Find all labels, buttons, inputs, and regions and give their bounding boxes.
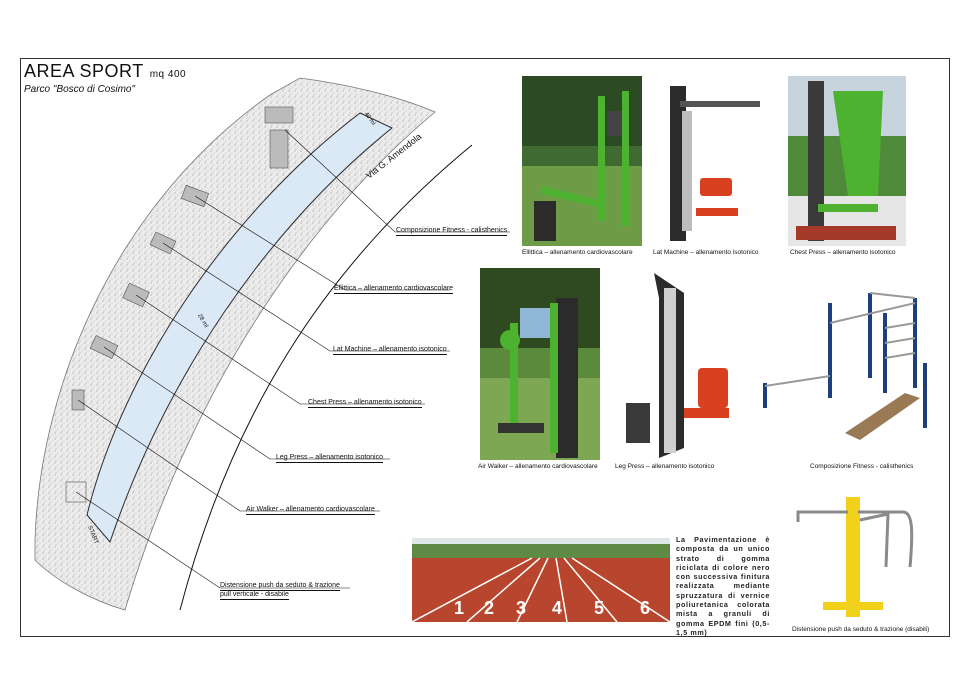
caption-calisthenics: Composizione Fitness - calisthenics [810,463,914,470]
plan-label-disabili-2: pull verticale - disabile [220,591,289,600]
area-size: mq 400 [149,69,187,80]
photo-disabili [788,492,918,622]
lane-number: 3 [516,598,526,618]
running-path [86,112,393,543]
plan-label-calisthenics: Composizione Fitness - calisthenics [396,227,508,236]
photo-lat-machine [652,76,772,246]
plan-label-lat-machine: Lat Machine – allenamento isotonico [333,346,447,355]
plan-label-leg-press: Leg Press – allenamento isotonico [276,454,384,463]
caption-lat-machine: Lat Machine – allenamento isotonico [653,249,759,256]
lane-number: 5 [594,598,604,618]
photo-running-track: 1 2 3 4 5 6 [412,538,670,622]
lane-number: 6 [640,598,650,618]
plan-label-ellittica: Ellittica – allenamento cardiovascolare [334,285,454,294]
caption-disabili: Distensione push da seduto & trazione (d… [792,626,930,633]
street-line [179,144,473,611]
page-subtitle: Parco "Bosco di Cosimo" [24,84,136,95]
plan-label-disabili: Distensione push da seduto & trazione [220,582,340,591]
caption-air-walker: Air Walker – allenamento cardiovascolare [478,463,598,470]
caption-chest-press: Chest Press – allenamento isotonico [790,249,896,256]
photo-air-walker [480,268,600,460]
caption-ellittica: Ellittica – allenamento cardiovascolare [522,249,633,256]
photo-calisthenics [745,268,945,460]
lane-number: 4 [552,598,562,618]
caption-leg-press: Leg Press – allenamento isotonico [615,463,715,470]
lane-number: 1 [454,598,464,618]
photo-leg-press [614,268,742,460]
photo-chest-press [788,76,906,246]
photo-ellittica [522,76,642,246]
pavimentazione-description: La Pavimentazione è composta da un unico… [676,535,770,637]
plan-label-chest-press: Chest Press – allenamento isotonico [308,399,422,408]
plan-label-air-walker: Air Walker – allenamento cardiovascolare [246,506,375,515]
lane-number: 2 [484,598,494,618]
drawing-frame [20,58,950,637]
